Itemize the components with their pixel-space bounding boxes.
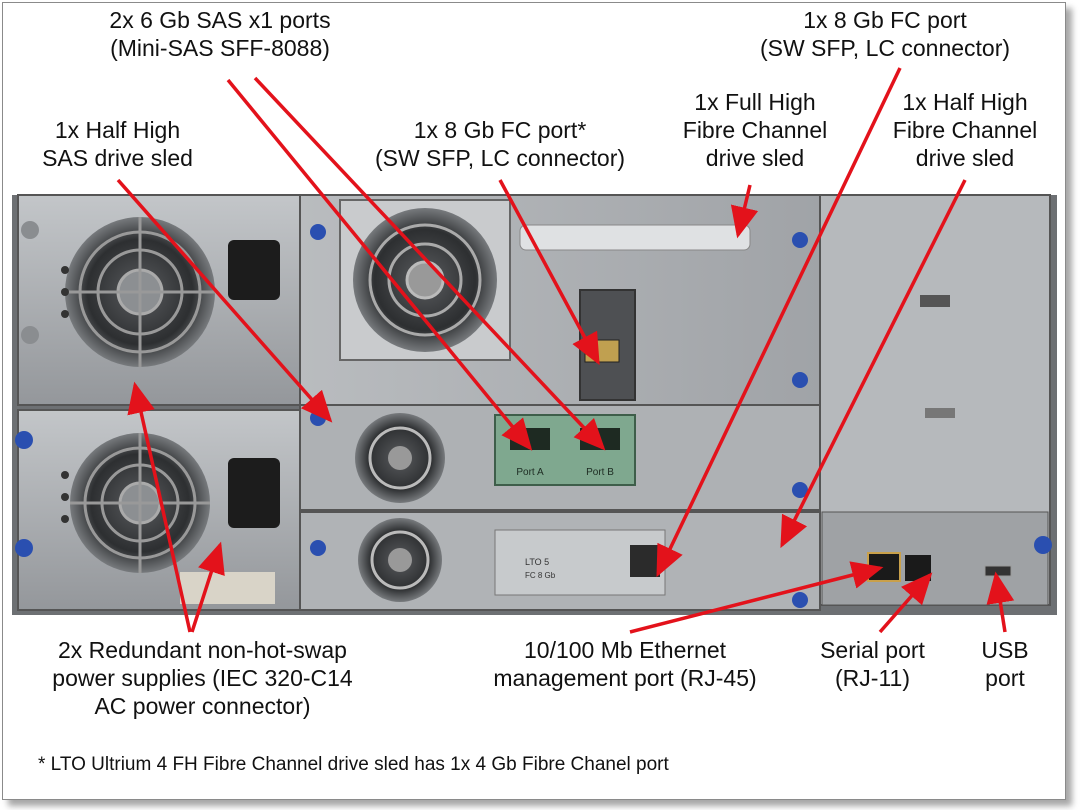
label-fc-port-top: 1x 8 Gb FC port(SW SFP, LC connector)	[759, 7, 1011, 61]
footnote: * LTO Ultrium 4 FH Fibre Channel drive s…	[38, 754, 669, 775]
iec-connector-top	[228, 240, 280, 300]
full-high-drive-fan	[339, 199, 511, 361]
psu-fan-top	[65, 217, 215, 367]
sas-port-b	[580, 428, 620, 450]
sas-sled-fan	[355, 413, 445, 503]
ethernet-port	[867, 552, 901, 582]
psu-fan-bottom	[70, 433, 210, 573]
lto-label: LTO 5	[525, 557, 549, 567]
label-sas-ports: 2x 6 Gb SAS x1 ports(Mini-SAS SFF-8088)	[109, 7, 331, 61]
usb-port	[984, 565, 1012, 577]
fc-speed-label: FC 8 Gb	[525, 571, 556, 580]
port-a-label: Port A	[516, 467, 544, 478]
label-serial: Serial port(RJ-11)	[820, 637, 925, 691]
fc-sled-fan	[358, 518, 442, 602]
fc-sfp-port-half-high	[630, 545, 660, 577]
fc-sfp-port-full-high	[584, 339, 620, 363]
label-fc-port-star: 1x 8 Gb FC port*(SW SFP, LC connector)	[374, 117, 626, 171]
serial-port	[905, 555, 931, 581]
sas-port-a	[510, 428, 550, 450]
port-b-label: Port B	[586, 467, 614, 478]
iec-connector-bottom	[228, 458, 280, 528]
